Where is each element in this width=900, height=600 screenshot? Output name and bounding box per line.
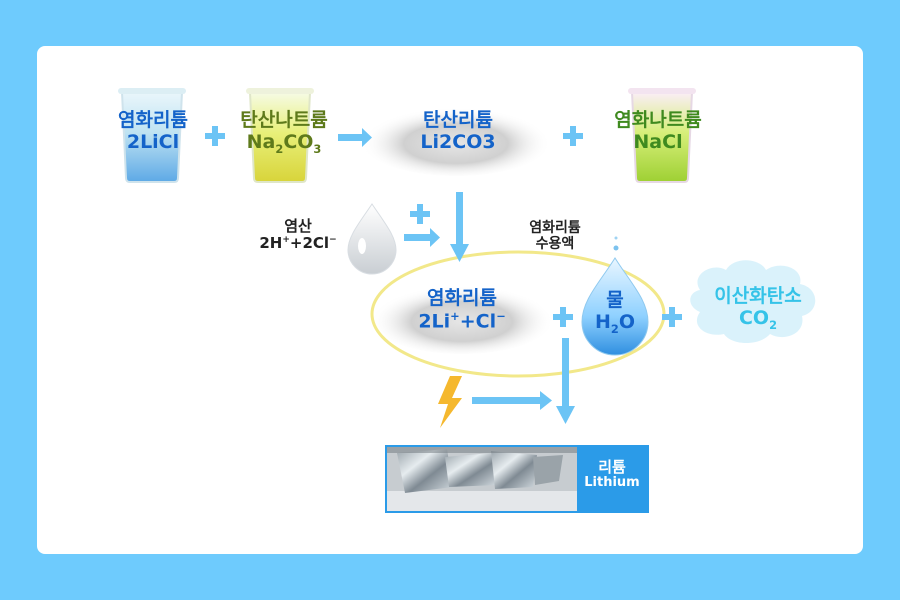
co2-cloud-icon xyxy=(690,260,816,343)
water-name: 물 xyxy=(606,289,624,311)
co2-label: 이산화탄소 CO2 xyxy=(696,285,820,332)
licl-ions-label: 염화리튬 2Li++Cl− xyxy=(402,287,522,333)
plus-icon xyxy=(662,307,682,327)
lithium-english: Lithium xyxy=(584,475,640,491)
arrow-right-acid xyxy=(404,228,440,247)
powder-pile-icon xyxy=(370,282,554,354)
nacl-label: 염화나트륨 NaCl xyxy=(600,109,716,154)
licl-ions-name: 염화리튬 xyxy=(427,287,497,309)
solution-line1: 염화리튬 xyxy=(529,220,581,236)
acid-formula: 2H++2Cl− xyxy=(259,234,337,253)
acid-name: 염산 xyxy=(284,217,312,235)
lithium-metal-image xyxy=(387,447,577,511)
water-label: 물 H2O xyxy=(585,289,645,336)
powder-pile-icon xyxy=(361,104,551,176)
nacl-name: 염화나트륨 xyxy=(614,109,702,131)
li2co3-formula: Li2CO3 xyxy=(420,130,496,153)
na2co3-label: 탄산나트륨 Na2CO3 xyxy=(226,109,342,156)
plus-icon xyxy=(410,204,430,224)
lithium-result-box: 리튬 Lithium xyxy=(385,445,649,513)
na2co3-name: 탄산나트륨 xyxy=(240,109,328,131)
na2co3-formula: Na2CO3 xyxy=(246,130,322,156)
arrow-down-1 xyxy=(450,192,469,262)
arrow-right-1 xyxy=(338,128,372,147)
plus-icon xyxy=(553,307,573,327)
plus-icon xyxy=(563,126,583,146)
beaker-blue-icon xyxy=(118,88,186,183)
li2co3-label: 탄산리튬 Li2CO3 xyxy=(400,109,516,154)
beaker-yellow-icon xyxy=(246,88,314,183)
nacl-formula: NaCl xyxy=(633,130,683,153)
arrow-right-electric xyxy=(472,391,552,410)
water-drop-icon xyxy=(581,236,649,356)
licl-label: 염화리튬 2LiCl xyxy=(105,109,201,154)
lithium-tag: 리튬 Lithium xyxy=(577,447,647,511)
water-formula: H2O xyxy=(595,310,635,336)
arrow-down-2 xyxy=(556,338,575,424)
co2-formula: CO2 xyxy=(738,306,778,332)
licl-ions-formula: 2Li++Cl− xyxy=(418,308,506,333)
lithium-name: 리튬 xyxy=(598,458,626,476)
beaker-green-icon xyxy=(628,88,696,183)
solution-label: 염화리튬 수용액 xyxy=(510,220,600,252)
co2-name: 이산화탄소 xyxy=(714,285,802,307)
lightning-icon xyxy=(438,376,462,428)
li2co3-name: 탄산리튬 xyxy=(423,109,493,131)
solution-line2: 수용액 xyxy=(535,236,575,253)
plus-icon xyxy=(205,126,225,146)
licl-name: 염화리튬 xyxy=(118,109,188,131)
licl-formula: 2LiCl xyxy=(126,130,180,153)
acid-label: 염산 2H++2Cl− xyxy=(248,217,348,253)
acid-drop-icon xyxy=(347,203,397,275)
